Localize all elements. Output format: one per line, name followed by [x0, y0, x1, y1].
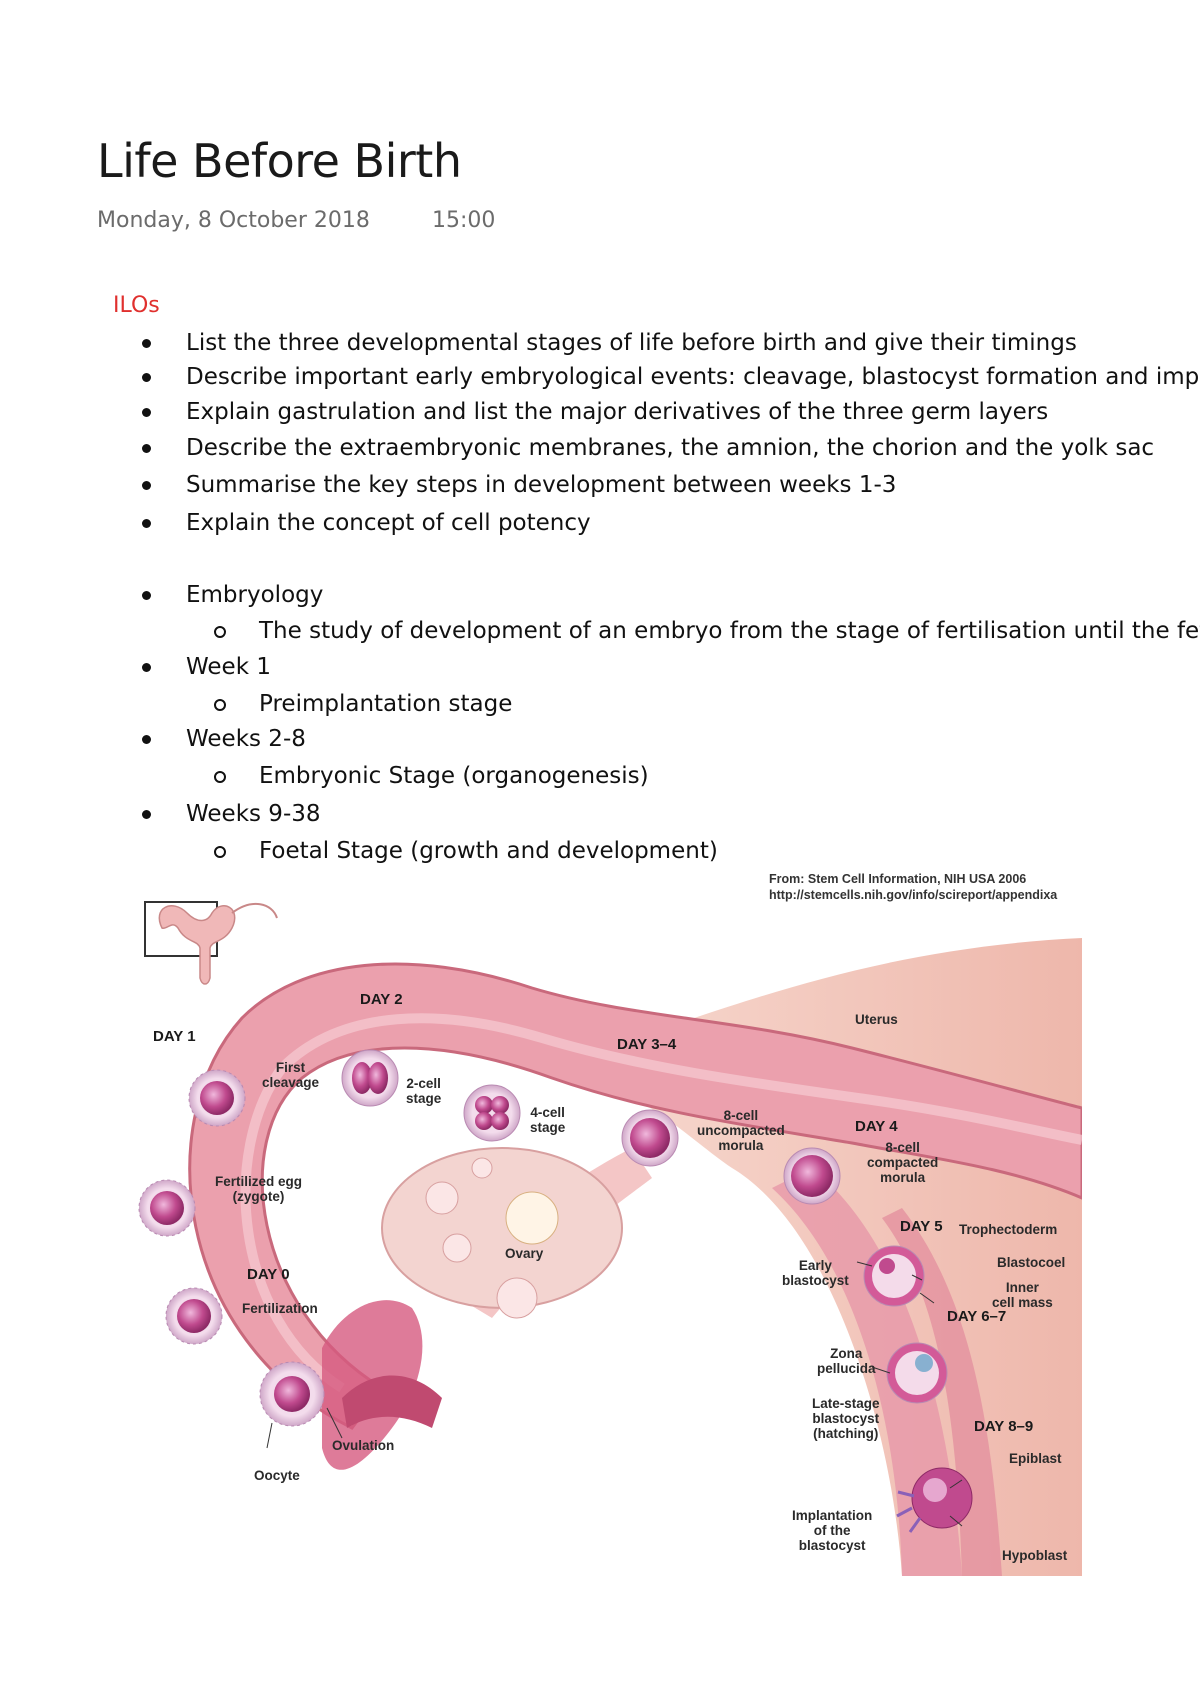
ilo-item: Describe important early embryological e…: [0, 360, 1200, 394]
ilo-text: Explain the concept of cell potency: [186, 510, 591, 536]
day-label: DAY 6–7: [947, 1308, 1007, 1325]
figure-source-url: http://stemcells.nih.gov/info/scireport/…: [769, 888, 1058, 902]
bullet-icon: [142, 339, 151, 348]
ilo-text: Describe the extraembryonic membranes, t…: [186, 435, 1155, 461]
two-cell-stage: [341, 1049, 399, 1107]
bullet-icon: [142, 408, 151, 417]
uterus-icon: [158, 905, 236, 985]
note-subitem: Foetal Stage (growth and development): [0, 834, 1200, 868]
note-text: Weeks 2-8: [186, 726, 306, 752]
bullet-icon: [142, 481, 151, 490]
note-subitem: Embryonic Stage (organogenesis): [0, 759, 1200, 793]
bullet-icon: [142, 810, 151, 819]
early-blastocyst-label: Early blastocyst: [782, 1258, 849, 1288]
zygote-cell: [138, 1179, 196, 1237]
note-item: Weeks 2-8: [0, 722, 1200, 756]
day-label: DAY 0: [247, 1266, 290, 1283]
uterus-label: Uterus: [855, 1012, 898, 1027]
late-blastocyst: [886, 1342, 948, 1404]
hollow-bullet-icon: [214, 699, 226, 711]
hypoblast-label: Hypoblast: [1002, 1548, 1068, 1563]
figure-source: From: Stem Cell Information, NIH USA 200…: [769, 872, 1027, 886]
ilo-item: List the three developmental stages of l…: [0, 326, 1200, 360]
four-cell-label: 4-cell stage: [530, 1105, 566, 1135]
first-cleavage-cell: [188, 1069, 246, 1127]
note-subtext: Foetal Stage (growth and development): [259, 838, 718, 864]
embryo-development-figure: From: Stem Cell Information, NIH USA 200…: [112, 868, 1082, 1576]
hollow-bullet-icon: [214, 846, 226, 858]
ilos-heading: ILOs: [113, 293, 160, 318]
bullet-icon: [142, 591, 151, 600]
four-cell-stage: [463, 1084, 521, 1142]
compacted-morula: [783, 1147, 841, 1205]
hollow-bullet-icon: [214, 626, 226, 638]
ilo-item: Describe the extraembryonic membranes, t…: [0, 431, 1200, 465]
hollow-bullet-icon: [214, 771, 226, 783]
day-label: DAY 8–9: [974, 1418, 1034, 1435]
ovary-label: Ovary: [505, 1246, 544, 1261]
bullet-icon: [142, 373, 151, 382]
first-cleavage-label: First cleavage: [262, 1060, 320, 1090]
page-time: 15:00: [432, 208, 496, 233]
figure-illustration: [138, 901, 1082, 1576]
day-label: DAY 2: [360, 991, 403, 1008]
zona-pellucida-label: Zona pellucida: [817, 1346, 876, 1376]
ovary-shape: [381, 1147, 623, 1309]
uncompacted-morula: [621, 1109, 679, 1167]
note-subtext: Embryonic Stage (organogenesis): [259, 763, 649, 789]
note-item: Weeks 9-38: [0, 797, 1200, 831]
note-subtext: The study of development of an embryo fr…: [259, 618, 1200, 644]
fertilized-egg-label: Fertilized egg (zygote): [215, 1174, 303, 1204]
page-date: Monday, 8 October 2018: [97, 208, 370, 233]
implantation-label: Implantation of the blastocyst: [792, 1508, 873, 1553]
fertilization-label: Fertilization: [242, 1301, 318, 1316]
bullet-icon: [142, 735, 151, 744]
leader-lines: [266, 1261, 963, 1527]
day-label: DAY 4: [855, 1118, 898, 1135]
ilo-text: Describe important early embryological e…: [186, 364, 1200, 390]
inner-cell-mass-label: Inner cell mass: [992, 1280, 1053, 1310]
epiblast-label: Epiblast: [1009, 1451, 1062, 1466]
uterine-wall: [772, 1168, 962, 1576]
day-label: DAY 3–4: [617, 1036, 677, 1053]
day-label: DAY 1: [153, 1028, 196, 1045]
day-label: DAY 5: [900, 1218, 943, 1235]
note-text: Week 1: [186, 654, 271, 680]
blastocoel-label: Blastocoel: [997, 1255, 1066, 1270]
oocyte-label: Oocyte: [254, 1468, 300, 1483]
two-cell-label: 2-cell stage: [406, 1076, 442, 1106]
note-item: Embryology: [0, 578, 1200, 612]
ovulation-label: Ovulation: [332, 1438, 395, 1453]
trophectoderm-label: Trophectoderm: [959, 1222, 1058, 1237]
ilo-text: Explain gastrulation and list the major …: [186, 399, 1049, 425]
compacted-morula-label: 8-cell compacted morula: [867, 1140, 939, 1185]
note-subtext: Preimplantation stage: [259, 691, 513, 717]
fertilization-cell: [165, 1287, 223, 1345]
note-text: Weeks 9-38: [186, 801, 321, 827]
bullet-icon: [142, 444, 151, 453]
page-title: Life Before Birth: [97, 134, 462, 188]
ilo-text: List the three developmental stages of l…: [186, 330, 1077, 356]
note-item: Week 1: [0, 650, 1200, 684]
ilo-item: Summarise the key steps in development b…: [0, 468, 1200, 502]
early-blastocyst: [863, 1245, 925, 1307]
note-subitem: The study of development of an embryo fr…: [0, 614, 1200, 648]
fallopian-tube: [188, 962, 1082, 1430]
bullet-icon: [142, 663, 151, 672]
oocyte-cell: [259, 1361, 325, 1427]
ilo-text: Summarise the key steps in development b…: [186, 472, 897, 498]
bullet-icon: [142, 519, 151, 528]
note-subitem: Preimplantation stage: [0, 687, 1200, 721]
uncompacted-morula-label: 8-cell uncompacted morula: [697, 1108, 785, 1153]
late-blastocyst-label: Late-stage blastocyst (hatching): [812, 1396, 880, 1441]
ilo-item: Explain the concept of cell potency: [0, 506, 1200, 540]
ilo-item: Explain gastrulation and list the major …: [0, 395, 1200, 429]
note-text: Embryology: [186, 582, 324, 608]
